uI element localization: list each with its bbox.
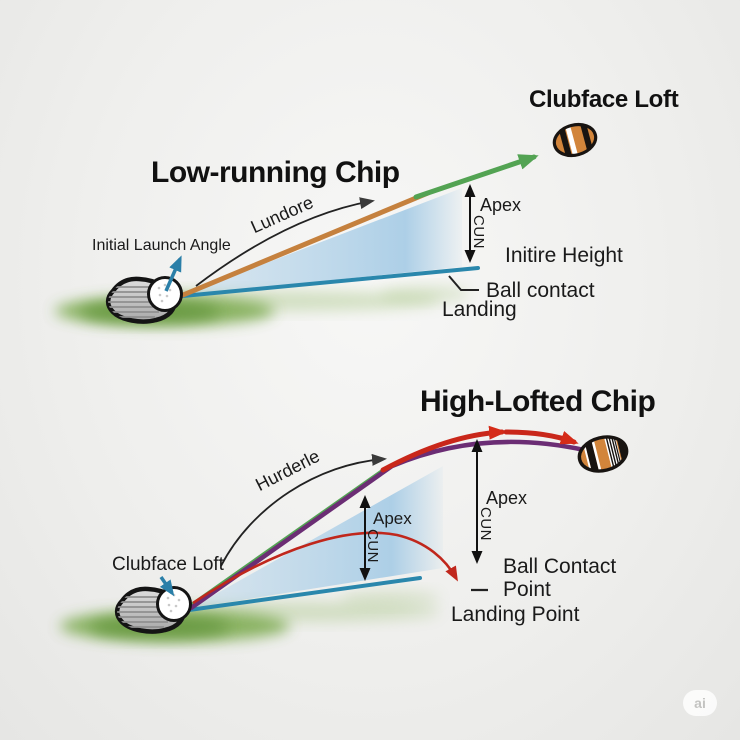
top-ball-contact-leader [448, 275, 479, 291]
bottom-apex-outer-label: Apex [486, 488, 528, 508]
top-trajectory-arrow [413, 154, 539, 200]
bottom-clubface-loft-label: Clubface Loft [112, 554, 224, 575]
top-clubface-loft-label: Clubface Loft [529, 86, 679, 113]
bottom-landing-label: Landing Point [451, 603, 580, 626]
bottom-clubface-loft-arrow [159, 576, 175, 597]
top-landing-label: Landing [442, 298, 517, 321]
top-diagram-title: Low-running Chip [151, 156, 400, 189]
bottom-launch-window-fill [191, 466, 443, 608]
initial-launch-angle-label: Initial Launch Angle [92, 237, 231, 254]
top-apex-sub-label: CUN [469, 215, 487, 249]
top-ball-contact-label: Ball contact [486, 279, 595, 302]
top-height-label: Initire Height [505, 244, 623, 267]
bottom-ground-line [187, 576, 422, 612]
bottom-red-trajectory-end [503, 429, 579, 445]
bottom-apex-inner-sub-label: CUN [363, 529, 381, 563]
ai-watermark-text: ai [694, 695, 706, 711]
top-launch-angle-arrow [164, 255, 182, 292]
top-club-head-icon [105, 276, 183, 324]
bottom-diagram-title: High-Lofted Chip [420, 385, 656, 418]
bottom-ball-contact-label-line1: Ball Contact [503, 555, 617, 578]
bottom-ball-contact-label-line2: Point [503, 578, 551, 601]
bottom-arc-arrow [220, 453, 387, 567]
bottom-landing-arc [192, 531, 458, 605]
bottom-apex-inner-label: Apex [373, 509, 412, 528]
top-apex-label: Apex [480, 195, 522, 215]
bottom-club-head-icon [114, 586, 192, 634]
top-ground-line [181, 266, 480, 298]
top-target-ball-icon [550, 120, 600, 160]
golf-ball-dimples [157, 283, 172, 303]
top-loft-line [180, 190, 431, 298]
bottom-red-trajectory [380, 425, 507, 473]
ai-watermark-badge: ai [683, 690, 717, 716]
top-arc-arrow [195, 197, 375, 287]
bottom-apex-outer-sub-label: CUN [476, 507, 494, 541]
bottom-target-ball-icon [575, 432, 631, 476]
